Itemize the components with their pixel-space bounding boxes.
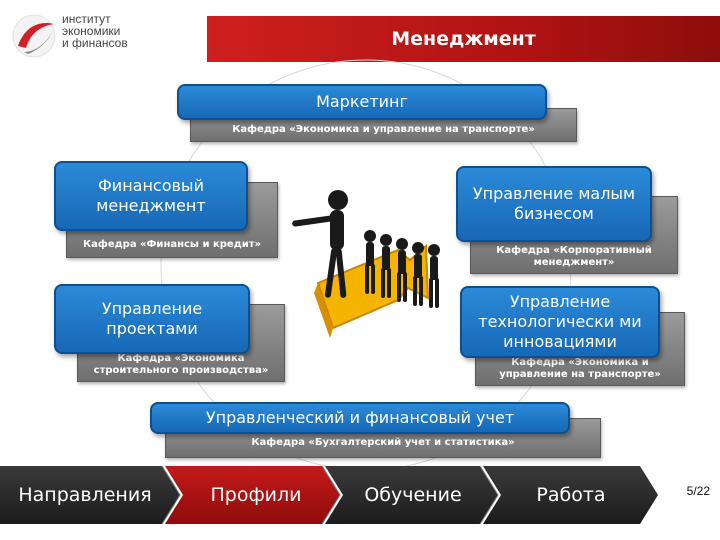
logo-line3: и финансов [62, 36, 128, 50]
swoosh-logo-icon [12, 14, 56, 58]
profile-innovation[interactable]: Управление технологически ми инновациями [460, 286, 660, 358]
bottom-nav: Направления Профили Обучение Работа [0, 466, 720, 524]
nav-profiles[interactable]: Профили [210, 484, 302, 506]
profile-finance[interactable]: Финансовый менеджмент [54, 161, 248, 231]
page-number: 5/22 [686, 484, 710, 498]
page-title: Менеджмент [207, 16, 720, 62]
nav-education[interactable]: Обучение [364, 484, 462, 506]
nav-work[interactable]: Работа [536, 484, 606, 506]
nav-directions[interactable]: Направления [18, 484, 152, 506]
profile-projects[interactable]: Управление проектами [54, 284, 250, 354]
logo-text: институт экономики и финансов [62, 13, 128, 49]
nav-background [0, 466, 658, 524]
logo [10, 12, 200, 60]
profile-marketing[interactable]: Маркетинг [177, 84, 547, 120]
leader-figures-arrow-icon [292, 190, 440, 338]
profile-accounting[interactable]: Управленческий и финансовый учет [150, 402, 570, 434]
logo-line2: экономики [62, 24, 121, 38]
profile-small-business[interactable]: Управление малым бизнесом [456, 166, 652, 242]
logo-line1: институт [62, 12, 111, 26]
